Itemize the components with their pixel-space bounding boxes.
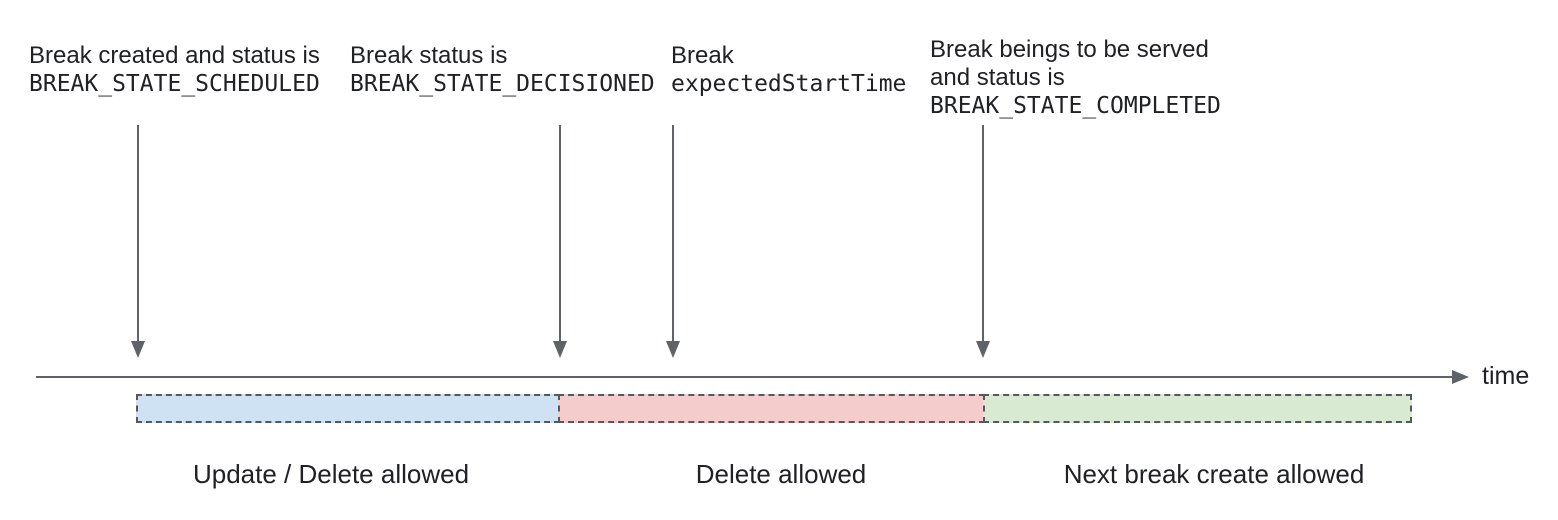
time-axis-line	[36, 376, 1454, 378]
annotation-text: and status is	[930, 64, 1065, 91]
down-arrow-line	[672, 125, 674, 342]
down-arrowhead-icon	[666, 341, 680, 358]
annotation-text: Break	[671, 42, 734, 69]
annotation-expected-start-time: Break expectedStartTime	[671, 42, 906, 98]
time-axis-label: time	[1482, 362, 1530, 390]
down-arrowhead-icon	[553, 341, 567, 358]
annotation-code-text: BREAK_STATE_COMPLETED	[930, 93, 1221, 119]
down-arrowhead-icon	[131, 341, 145, 358]
down-arrowhead-icon	[976, 341, 990, 358]
annotation-text: Break beings to be served	[930, 36, 1209, 63]
segment-label: Next break create allowed	[1063, 459, 1365, 489]
segment-label: Delete allowed	[695, 459, 867, 489]
right-arrowhead-icon	[1452, 370, 1469, 384]
annotation-break-scheduled: Break created and status is BREAK_STATE_…	[29, 42, 320, 98]
annotation-text: Break created and status is	[29, 42, 320, 69]
annotation-code-text: BREAK_STATE_DECISIONED	[350, 71, 655, 97]
annotation-break-completed: Break beings to be served and status is …	[930, 36, 1221, 120]
segment-delete-allowed	[558, 394, 985, 423]
annotation-text: Break status is	[350, 42, 508, 69]
annotation-code-text: expectedStartTime	[671, 71, 907, 97]
segment-label: Update / Delete allowed	[192, 459, 470, 489]
segment-next-break-create-allowed	[983, 394, 1412, 423]
annotation-code-text: BREAK_STATE_SCHEDULED	[29, 71, 320, 97]
annotation-break-decisioned: Break status is BREAK_STATE_DECISIONED	[350, 42, 655, 98]
down-arrow-line	[982, 125, 984, 342]
segment-update-delete-allowed	[136, 394, 560, 423]
down-arrow-line	[137, 125, 139, 342]
down-arrow-line	[559, 125, 561, 342]
